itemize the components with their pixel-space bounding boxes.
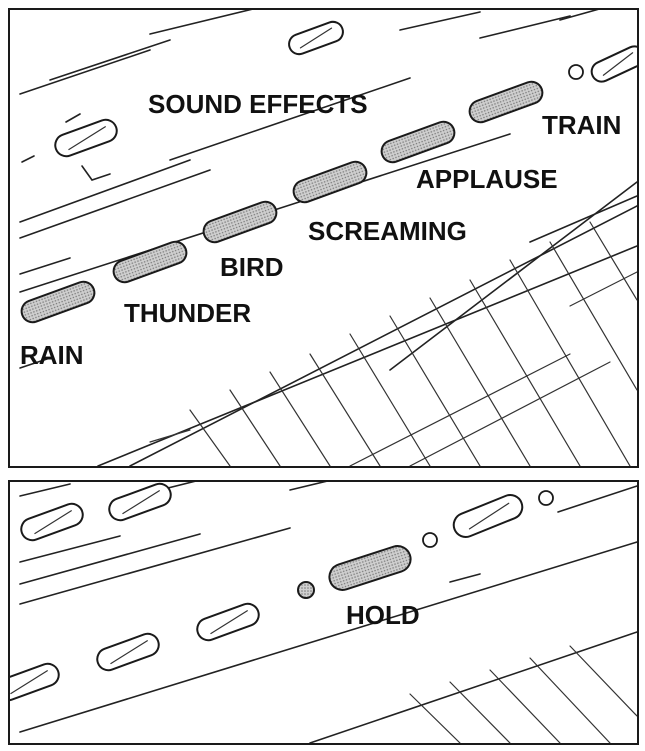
key-line	[309, 353, 381, 466]
sound-effects-label: SOUND EFFECTS	[148, 89, 368, 119]
key-line	[389, 315, 481, 466]
key-line	[149, 429, 191, 443]
left-panel-button[interactable]	[52, 117, 120, 160]
lower-button[interactable]	[194, 601, 262, 644]
key-line	[469, 279, 581, 466]
keybed-edge	[97, 245, 637, 466]
bird-label: BIRD	[220, 252, 284, 282]
key-line	[409, 361, 611, 466]
rain-label: RAIN	[20, 340, 84, 370]
panel-edge	[19, 483, 71, 497]
upper-right-button[interactable]	[588, 43, 637, 85]
upper-button[interactable]	[286, 19, 345, 57]
key-line	[589, 221, 637, 301]
panel-edge	[559, 10, 599, 21]
applause-button[interactable]	[379, 119, 458, 166]
panel-strip	[169, 77, 411, 161]
panel-strip	[19, 257, 71, 275]
keybed-edge	[529, 195, 637, 243]
applause-label: APPLAUSE	[416, 164, 558, 194]
key-line	[189, 409, 231, 466]
panel-edge	[19, 49, 151, 95]
panel-strip	[19, 357, 51, 369]
panel-strip	[19, 527, 291, 605]
key-line	[569, 271, 637, 307]
panel-edge	[479, 15, 571, 39]
key-line	[509, 259, 631, 466]
thunder-label: THUNDER	[124, 298, 251, 328]
lower-left-button[interactable]	[10, 661, 62, 704]
panel-edge	[399, 11, 481, 31]
train-button[interactable]	[467, 79, 546, 126]
panel-edge	[49, 39, 171, 81]
upper-button[interactable]	[106, 482, 174, 523]
panel-strip	[19, 533, 201, 585]
upper-left-button[interactable]	[18, 501, 86, 544]
panel-strip	[389, 181, 637, 371]
keybed-edge	[309, 631, 637, 743]
key-line	[349, 353, 571, 466]
key-line	[229, 389, 281, 466]
key-line	[409, 693, 461, 743]
rain-button[interactable]	[19, 279, 98, 326]
panel-edge	[81, 165, 111, 181]
train-label: TRAIN	[542, 110, 621, 140]
panel-strip	[19, 541, 637, 733]
key-line	[549, 241, 637, 391]
key-line	[489, 669, 561, 743]
lower-button[interactable]	[94, 631, 162, 674]
panel-edge	[65, 113, 81, 123]
panel-edge	[557, 485, 637, 513]
sound-effects-panel: SOUND EFFECTS RAIN THUNDER BIRD SCREAMIN…	[8, 8, 639, 468]
panel-strip	[19, 159, 191, 223]
thunder-button[interactable]	[111, 239, 190, 286]
indicator-led	[422, 532, 438, 548]
hold-button[interactable]	[326, 543, 414, 594]
hold-indicator-led	[297, 581, 315, 599]
indicator-led	[568, 64, 584, 80]
key-line	[269, 371, 331, 466]
keybed-edge	[129, 205, 637, 466]
panel-edge	[149, 10, 253, 35]
panel-strip	[19, 535, 121, 563]
key-line	[569, 645, 637, 717]
key-line	[429, 297, 531, 466]
panel-edge	[289, 482, 327, 491]
indicator-led	[538, 490, 554, 506]
hold-illustration: HOLD	[10, 482, 637, 743]
panel-edge	[449, 573, 481, 583]
bird-button[interactable]	[201, 199, 280, 246]
key-line	[449, 681, 511, 743]
upper-right-button[interactable]	[450, 491, 526, 540]
key-line	[529, 657, 611, 743]
hold-panel: HOLD	[8, 480, 639, 745]
screaming-button[interactable]	[291, 159, 370, 206]
panel-strip	[19, 169, 211, 239]
sound-effects-illustration: SOUND EFFECTS RAIN THUNDER BIRD SCREAMIN…	[19, 10, 637, 466]
screaming-label: SCREAMING	[308, 216, 467, 246]
hold-label: HOLD	[346, 600, 420, 630]
key-line	[349, 333, 431, 466]
panel-edge	[21, 155, 35, 163]
